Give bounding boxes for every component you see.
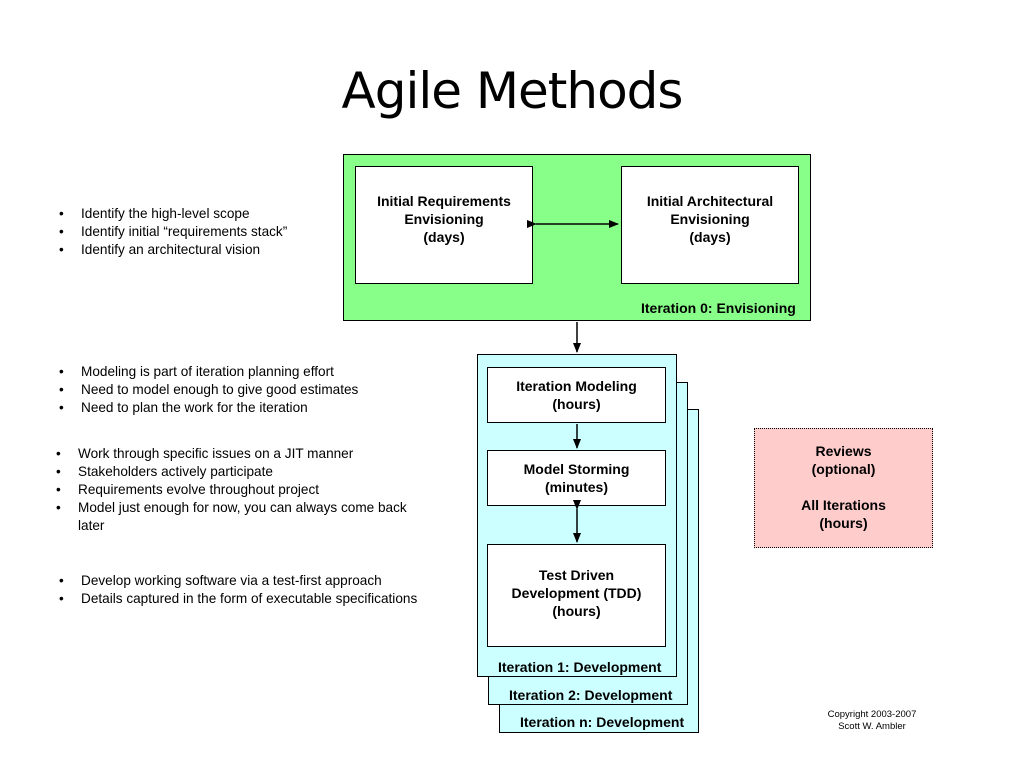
bullets-envisioning: Identify the high-level scope Identify i…: [55, 205, 345, 259]
reviews-box: Reviews (optional) All Iterations (hours…: [754, 428, 933, 548]
bullet-item: Need to plan the work for the iteration: [55, 399, 465, 417]
bullets-model-storming: Work through specific issues on a JIT ma…: [52, 445, 427, 535]
page-title: Agile Methods: [341, 62, 684, 120]
copyright-line: Scott W. Ambler: [838, 721, 906, 732]
envisioning-label: Iteration 0: Envisioning: [641, 300, 796, 316]
bullet-item: Work through specific issues on a JIT ma…: [52, 445, 427, 463]
tdd-box: Test Driven Development (TDD) (hours): [487, 544, 666, 647]
box-line: (hours): [819, 515, 868, 531]
box-line: (hours): [552, 396, 601, 412]
initial-architectural-box: Initial Architectural Envisioning (days): [621, 166, 799, 284]
box-line: Initial Architectural: [646, 193, 774, 209]
bullet-item: Modeling is part of iteration planning e…: [55, 363, 465, 381]
iteration-2-label: Iteration 2: Development: [509, 687, 673, 703]
box-line: Development (TDD): [511, 584, 642, 601]
box-line: Envisioning: [670, 211, 750, 227]
bullet-item: Identify an architectural vision: [55, 241, 345, 259]
copyright-note: Copyright 2003-2007 Scott W. Ambler: [812, 709, 932, 733]
box-line: (minutes): [545, 479, 608, 495]
model-storming-box: Model Storming (minutes): [487, 450, 666, 506]
bullet-item: Identify initial “requirements stack”: [55, 223, 345, 241]
box-line: (days): [689, 229, 731, 245]
bullets-iteration-modeling: Modeling is part of iteration planning e…: [55, 363, 465, 417]
box-line: (days): [423, 229, 465, 245]
bullets-tdd: Develop working software via a test-firs…: [55, 572, 465, 608]
bullet-item: Develop working software via a test-firs…: [55, 572, 465, 590]
copyright-line: Copyright 2003-2007: [827, 709, 917, 720]
box-line: Iteration Modeling: [516, 378, 637, 394]
iteration-modeling-box: Iteration Modeling (hours): [487, 367, 666, 423]
bullet-item: Requirements evolve throughout project: [52, 481, 427, 499]
box-line: Test Driven: [538, 566, 615, 583]
bullet-item: Identify the high-level scope: [55, 205, 345, 223]
iteration-1-label: Iteration 1: Development: [498, 659, 662, 675]
bullet-item: Details captured in the form of executab…: [55, 590, 465, 608]
box-line: Model Storming: [523, 461, 630, 477]
box-line: All Iterations: [801, 497, 886, 513]
box-line: (optional): [811, 461, 876, 477]
bullet-item: Model just enough for now, you can alway…: [52, 499, 427, 535]
bullet-item: Need to model enough to give good estima…: [55, 381, 465, 399]
box-line: (hours): [552, 602, 601, 619]
initial-requirements-box: Initial Requirements Envisioning (days): [355, 166, 533, 284]
iteration-n-label: Iteration n: Development: [520, 714, 685, 730]
box-line: Initial Requirements: [377, 193, 511, 209]
box-line: Reviews: [815, 443, 872, 459]
box-line: Envisioning: [404, 211, 484, 227]
bullet-item: Stakeholders actively participate: [52, 463, 427, 481]
